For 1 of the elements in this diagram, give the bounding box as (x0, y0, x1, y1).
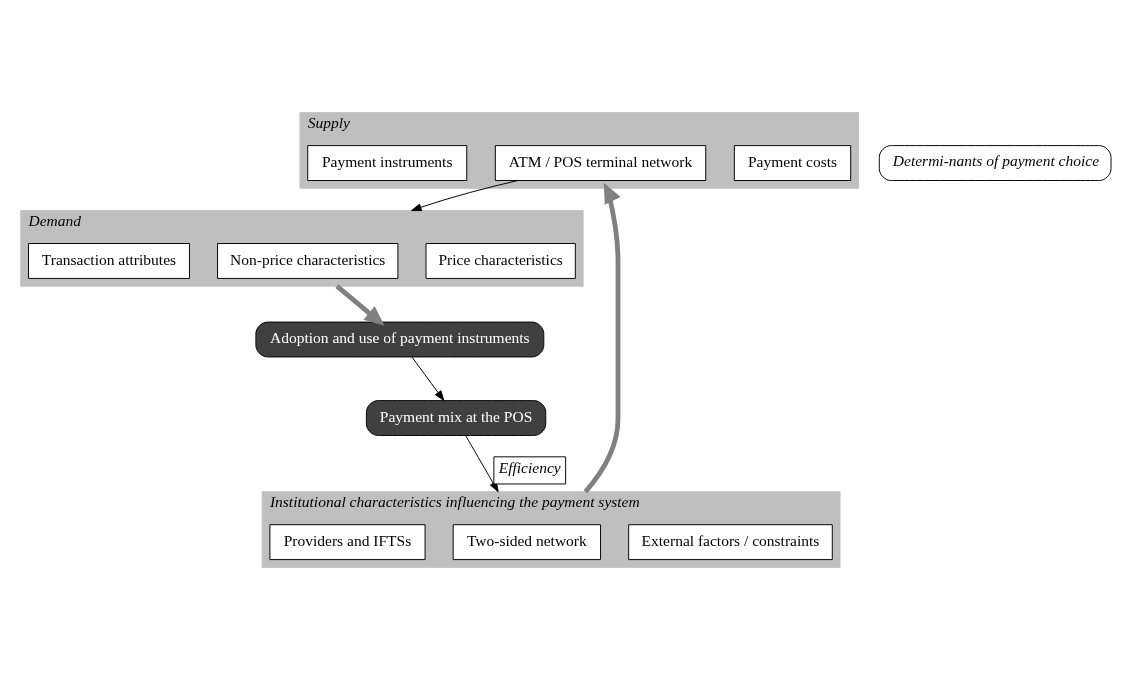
edge-label: Efficiency (498, 458, 561, 476)
